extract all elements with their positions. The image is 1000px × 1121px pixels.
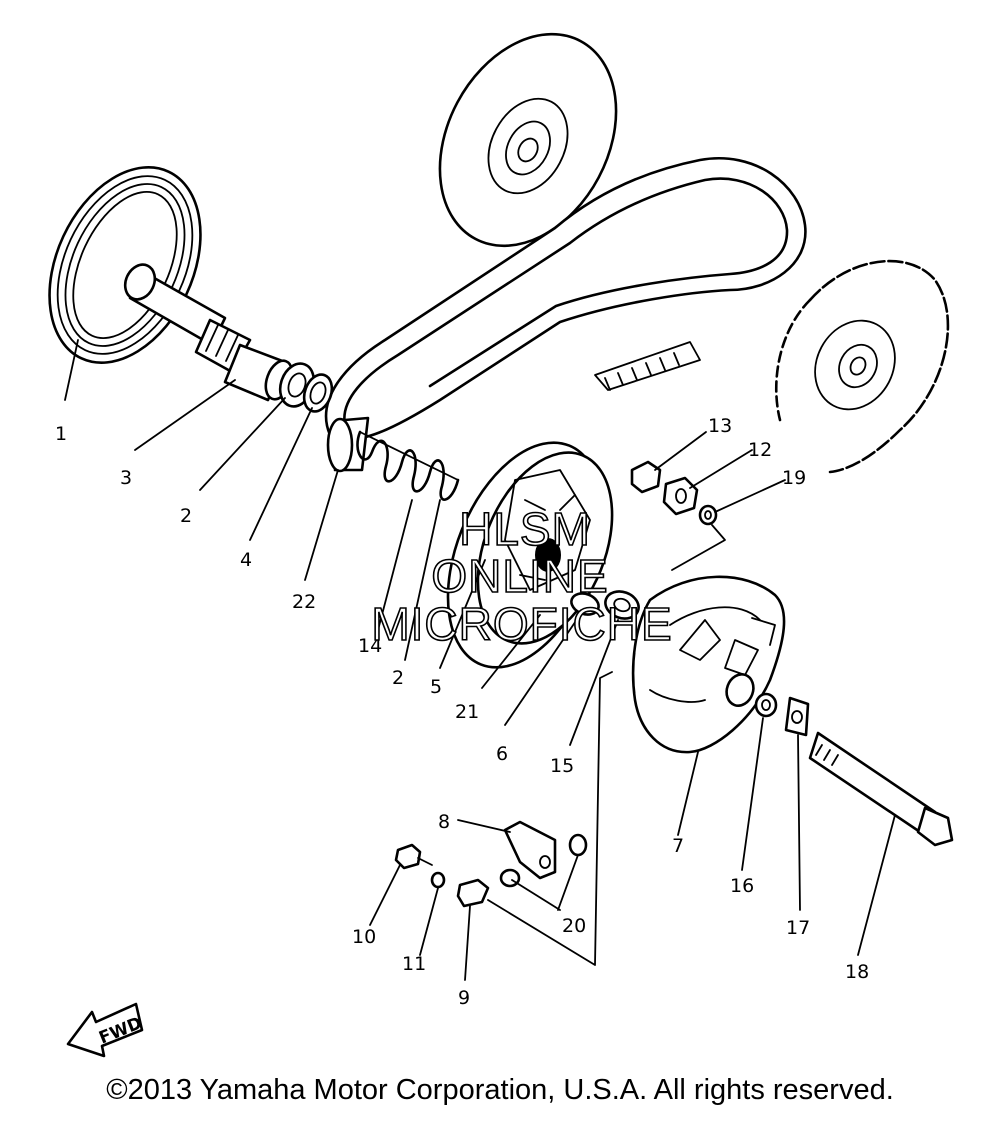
callout-15: 15 bbox=[550, 755, 574, 777]
holder-bracket bbox=[503, 820, 557, 880]
callout-2: 2 bbox=[180, 505, 192, 527]
circlip bbox=[302, 373, 334, 413]
copyright-notice: ©2013 Yamaha Motor Corporation, U.S.A. A… bbox=[106, 1074, 894, 1106]
slider-9 bbox=[456, 878, 490, 908]
fixed-sheave bbox=[48, 166, 252, 374]
callout-16: 16 bbox=[730, 875, 754, 897]
watermark: HLSM ONLINE MICROFICHE bbox=[371, 502, 673, 651]
callout-10: 10 bbox=[352, 926, 376, 948]
callout-6: 6 bbox=[496, 743, 508, 765]
watermark-line-3: MICROFICHE bbox=[371, 598, 672, 650]
bushing bbox=[326, 416, 370, 473]
callout-20: 20 bbox=[562, 915, 586, 937]
callout-13: 13 bbox=[708, 415, 732, 437]
bolt-13 bbox=[630, 460, 662, 494]
callout-7: 7 bbox=[672, 835, 684, 857]
callout-11: 11 bbox=[402, 953, 426, 975]
driven-sheave-right bbox=[774, 259, 950, 474]
compression-spring bbox=[356, 430, 460, 501]
watermark-line-2: ONLINE bbox=[431, 550, 608, 602]
driven-sheave-top bbox=[438, 32, 618, 248]
nut-12 bbox=[662, 476, 699, 516]
callout-22: 22 bbox=[292, 591, 316, 613]
callout-8: 8 bbox=[438, 811, 450, 833]
washer-16 bbox=[754, 692, 778, 718]
callout-19: 19 bbox=[782, 467, 806, 489]
washer-11 bbox=[430, 871, 446, 889]
callout-1: 1 bbox=[55, 423, 67, 445]
center-bolt bbox=[808, 731, 954, 847]
callout-12: 12 bbox=[748, 439, 772, 461]
leader-lines bbox=[64, 339, 896, 981]
washer-19 bbox=[698, 504, 718, 526]
callout-9: 9 bbox=[458, 987, 470, 1009]
callout-17: 17 bbox=[786, 917, 810, 939]
bolt-10 bbox=[394, 843, 433, 870]
watermark-line-1: HLSM bbox=[459, 503, 591, 555]
drive-belt bbox=[324, 157, 807, 441]
lock-plate bbox=[784, 696, 810, 737]
fwd-arrow: FWD bbox=[66, 1002, 145, 1058]
callout-4: 4 bbox=[240, 549, 252, 571]
callout-18: 18 bbox=[845, 961, 869, 983]
callout-14: 14 bbox=[358, 635, 382, 657]
callout-2b: 2 bbox=[392, 667, 404, 689]
cam-plate bbox=[631, 575, 786, 754]
callout-21: 21 bbox=[455, 701, 479, 723]
thrust-washer bbox=[604, 590, 640, 620]
callout-5: 5 bbox=[430, 676, 442, 698]
callout-3: 3 bbox=[120, 467, 132, 489]
callout-labels: 1 3 2 4 22 14 2 5 21 6 15 13 12 19 7 16 … bbox=[55, 415, 869, 1009]
